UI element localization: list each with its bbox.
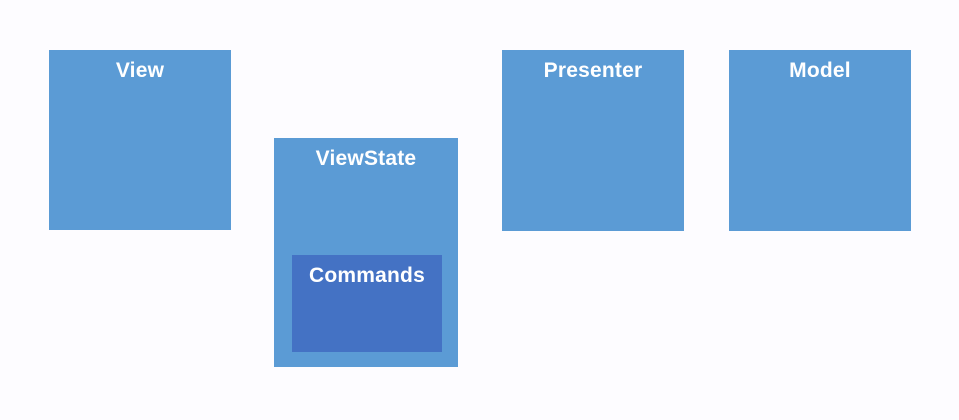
presenter-box-label: Presenter	[543, 59, 643, 82]
viewstate-box: ViewState Commands	[274, 138, 458, 367]
commands-box-label: Commands	[309, 264, 425, 287]
model-box: Model	[729, 50, 911, 231]
presenter-box: Presenter	[502, 50, 684, 231]
model-box-label: Model	[789, 59, 851, 82]
commands-box: Commands	[292, 255, 442, 352]
viewstate-box-label: ViewState	[315, 147, 417, 170]
view-box: View	[49, 50, 231, 230]
view-box-label: View	[115, 59, 165, 82]
